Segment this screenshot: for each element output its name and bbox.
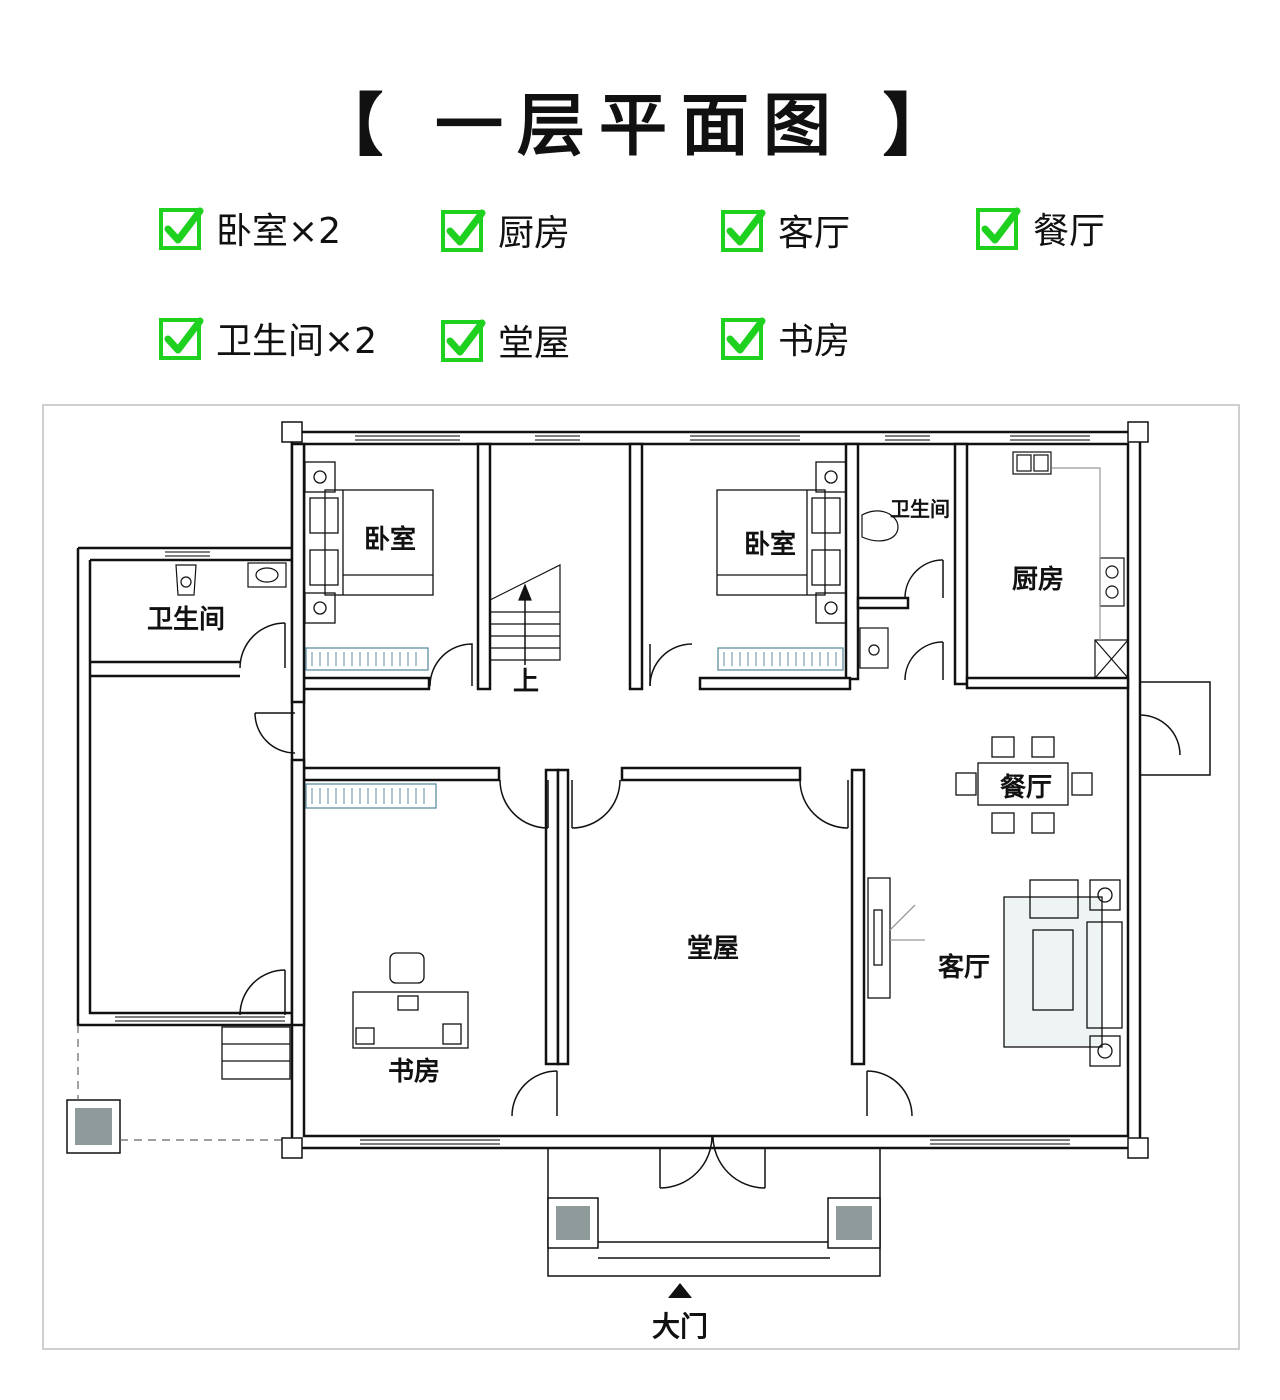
room-label-bathroom-left: 卫生间 (147, 605, 225, 635)
front-porch (547, 1148, 881, 1298)
checkbox-checked-icon (721, 317, 766, 360)
wardrobe-hangers (311, 652, 837, 804)
checkbox-checked-icon (441, 209, 486, 252)
room-label-living: 客厅 (938, 952, 990, 983)
feature-bathroom: 卫生间×2 (158, 313, 377, 363)
bed-right (716, 461, 847, 624)
feature-label: 餐厅 (1033, 211, 1106, 252)
main-door-label: 大门 (652, 1310, 708, 1343)
windows (115, 435, 1090, 1145)
feature-label: 堂屋 (498, 323, 571, 364)
room-label-bedroom-right: 卧室 (744, 529, 796, 560)
feature-bedroom: 卧室×2 (158, 203, 341, 253)
bathroom-fixtures (175, 451, 1129, 679)
feature-label: 书房 (778, 321, 851, 362)
garden-column (66, 1025, 292, 1154)
feature-living: 客厅 (720, 205, 850, 255)
dining-table (955, 736, 1093, 834)
interior-walls (290, 442, 1130, 1066)
room-label-study: 书房 (388, 1057, 440, 1087)
feature-label: 卧室×2 (216, 211, 342, 252)
staircase (489, 564, 561, 665)
side-porch (1140, 681, 1211, 776)
tv-cabinet (867, 877, 925, 999)
page-title: 【 一层平面图 】 (315, 87, 965, 166)
checkbox-checked-icon (441, 319, 486, 362)
stair-arrow-icon (518, 583, 532, 601)
feature-dining: 餐厅 (975, 203, 1105, 253)
feature-label: 客厅 (778, 213, 851, 254)
room-label-hall: 堂屋 (687, 934, 739, 964)
room-label-dining: 餐厅 (1000, 773, 1052, 803)
checkbox-checked-icon (159, 317, 204, 360)
wardrobes (305, 647, 844, 809)
room-label-bathroom-small: 卫生间 (890, 497, 950, 521)
checkbox-checked-icon (976, 207, 1021, 250)
bed-left (304, 461, 434, 624)
steps-left (221, 1026, 291, 1080)
stair-up-label: 上 (513, 667, 539, 697)
study-desk (352, 952, 469, 1049)
feature-study: 书房 (720, 313, 850, 363)
checkbox-checked-icon (159, 207, 204, 250)
room-label-kitchen: 厨房 (1012, 565, 1064, 595)
outer-walls (76, 430, 1142, 1150)
floor-plan-frame (42, 404, 1240, 1350)
corner-columns (281, 421, 1149, 1159)
feature-label: 厨房 (498, 213, 571, 254)
feature-hall: 堂屋 (440, 315, 570, 365)
entry-arrow-icon (668, 1283, 692, 1298)
feature-label: 卫生间×2 (216, 321, 378, 362)
room-label-bedroom-left: 卧室 (364, 524, 416, 555)
doors (239, 559, 1181, 1189)
feature-kitchen: 厨房 (440, 205, 570, 255)
sofa-set (1003, 879, 1123, 1067)
checkbox-checked-icon (721, 209, 766, 252)
